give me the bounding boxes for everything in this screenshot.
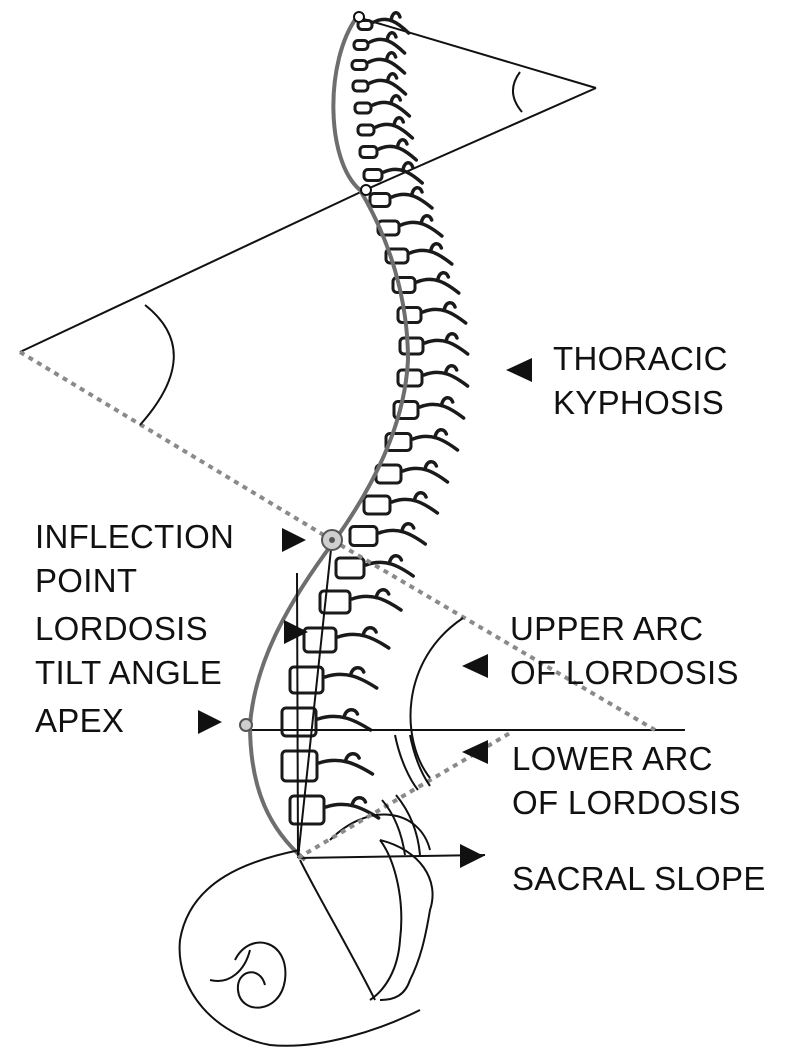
label-upper-arc-of-lordosis: UPPER ARC OF LORDOSIS — [510, 610, 739, 691]
spinous-process — [392, 493, 437, 513]
spinous-process — [413, 430, 458, 450]
spinous-process — [370, 33, 405, 53]
spinous-process — [410, 244, 452, 264]
spinous-process — [318, 710, 371, 730]
vertebral-body — [353, 81, 368, 91]
label-lower-arc-of-lordosis: LOWER ARC OF LORDOSIS — [512, 740, 741, 821]
label-lordosis-tilt-angle: LORDOSIS TILT ANGLE — [35, 610, 222, 691]
spinous-process — [423, 303, 466, 323]
vertebral-body — [355, 103, 371, 113]
spinous-process — [379, 524, 425, 544]
spinous-process — [424, 366, 468, 386]
spinous-process — [420, 398, 464, 418]
vertebral-body — [336, 558, 364, 578]
spinous-process — [379, 140, 416, 160]
label-thoracic-kyphosis: THORACIC KYPHOSIS — [553, 340, 737, 421]
spinous-process — [403, 462, 448, 482]
spinous-process — [370, 74, 406, 94]
vertebral-body — [364, 496, 390, 514]
triangle-pointer-icon — [462, 654, 488, 678]
top-vertebra-marker — [354, 12, 364, 22]
triangle-pointer-icon — [460, 844, 484, 868]
spine-anterior-outline — [250, 17, 408, 860]
apex-marker — [240, 719, 252, 731]
spinous-process — [401, 216, 442, 236]
spine-column — [282, 13, 468, 824]
spinous-process — [325, 668, 377, 688]
pointer-icons — [198, 358, 532, 868]
spinous-process — [392, 188, 432, 208]
spinous-process — [338, 628, 389, 648]
vertebral-body — [350, 527, 377, 546]
triangle-pointer-icon — [506, 358, 532, 382]
t1-marker — [361, 185, 371, 195]
vertebral-body — [352, 61, 367, 70]
vertebral-body — [398, 308, 421, 323]
spinous-process — [417, 273, 459, 293]
vertebral-body — [354, 41, 368, 50]
vertebral-body — [290, 796, 324, 824]
label-apex: APEX — [35, 702, 124, 739]
triangle-pointer-icon — [198, 710, 222, 734]
vertebral-body — [398, 370, 422, 386]
vertebral-body — [282, 751, 317, 781]
vertebral-body — [360, 147, 377, 158]
kyphosis-angle-lines — [20, 17, 596, 540]
label-sacral-slope: SACRAL SLOPE — [512, 860, 766, 897]
spinous-process — [376, 118, 412, 138]
label-inflection-point: INFLECTION POINT — [35, 518, 244, 599]
inflection-point-dot — [329, 537, 335, 543]
triangle-pointer-icon — [282, 528, 306, 552]
spinous-process — [369, 53, 405, 73]
vertebral-body — [400, 338, 423, 354]
vertebral-body — [358, 125, 374, 135]
vertebral-body — [370, 194, 390, 207]
pelvis — [180, 815, 433, 1046]
spinous-process — [425, 334, 468, 354]
spinous-process — [352, 590, 401, 610]
spinous-process — [373, 96, 409, 116]
vertebral-body — [364, 170, 382, 181]
spinous-process — [366, 556, 413, 576]
spinous-process — [319, 754, 373, 774]
